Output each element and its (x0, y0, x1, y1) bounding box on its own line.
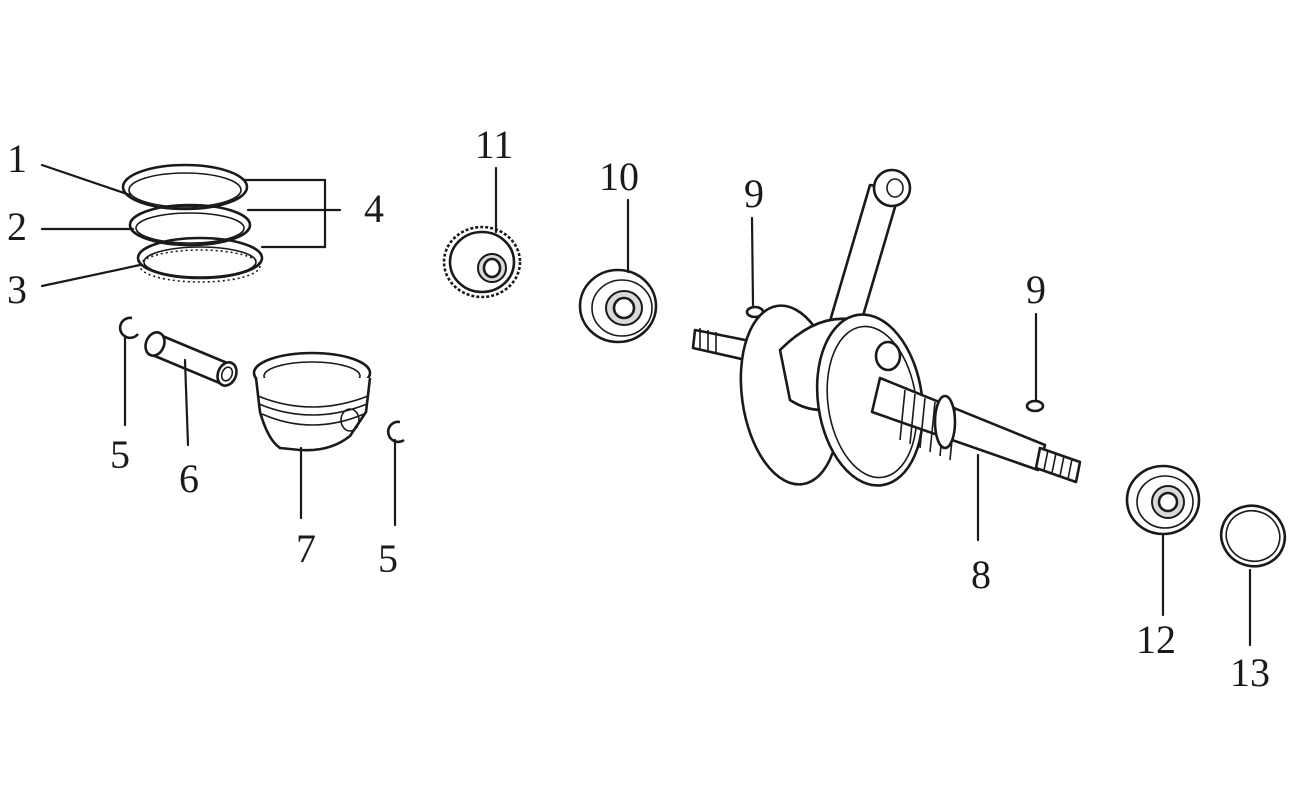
drive-gear (442, 225, 522, 299)
callout-4: 4 (364, 186, 384, 231)
callout-7: 7 (296, 526, 316, 571)
piston-ring-top (121, 163, 249, 211)
piston (252, 351, 372, 452)
callout-12: 12 (1136, 617, 1176, 662)
leader-lines (40, 163, 1252, 647)
callout-13: 13 (1230, 650, 1270, 695)
piston-ring-oil (136, 236, 264, 283)
callout-2: 2 (7, 204, 27, 249)
callout-11: 11 (475, 122, 514, 167)
callout-3: 3 (7, 267, 27, 312)
callout-6: 6 (179, 456, 199, 501)
piston-ring-second (128, 203, 252, 247)
callout-5-left: 5 (110, 432, 130, 477)
bearing-right (1125, 464, 1201, 536)
o-ring (1219, 504, 1287, 568)
callout-8: 8 (971, 552, 991, 597)
callout-9-left: 9 (744, 171, 764, 216)
callout-1: 1 (7, 136, 27, 181)
woodruff-key-right (1025, 399, 1045, 413)
crankshaft (691, 168, 1082, 487)
callout-10: 10 (599, 154, 639, 199)
circlip-left (118, 316, 140, 340)
callout-5-right: 5 (378, 536, 398, 581)
callout-9-right: 9 (1026, 267, 1046, 312)
bearing-left (578, 268, 658, 344)
circlip-right (386, 420, 405, 444)
piston-pin (144, 331, 238, 387)
